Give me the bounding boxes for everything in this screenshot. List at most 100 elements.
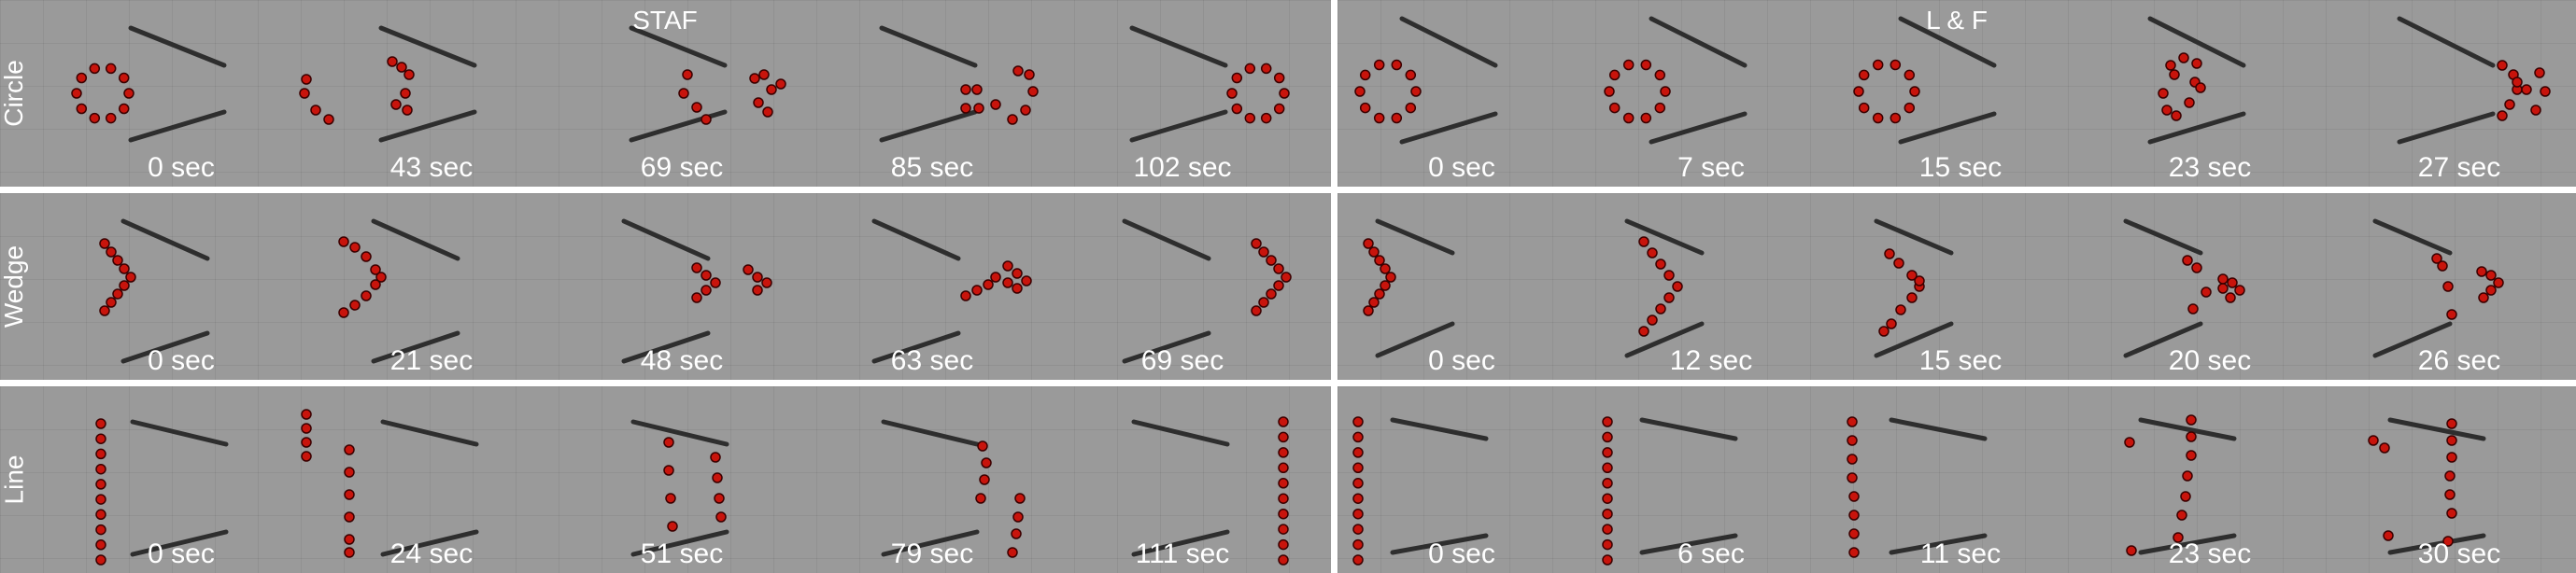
wall-lf-wedge-0-0	[1375, 218, 1455, 256]
time-lf-line-3: 23 sec	[2168, 538, 2252, 569]
robot-lf-wedge-0-3	[1374, 255, 1385, 266]
group-title-lf: L & F	[1926, 6, 1988, 35]
robot-staf-circle-1-0	[301, 74, 312, 85]
wall-lf-circle-4-0	[2397, 16, 2496, 68]
wall-lf-line-2-0	[1889, 417, 1988, 441]
robot-staf-wedge-1-1	[349, 242, 361, 253]
robot-staf-circle-2-7	[753, 97, 764, 108]
robot-staf-line-0-7	[95, 524, 106, 536]
robot-staf-circle-1-7	[400, 88, 411, 99]
wall-staf-wedge-1-0	[371, 218, 460, 261]
time-staf-wedge-3: 63 sec	[890, 345, 974, 376]
robot-staf-wedge-4-3	[1266, 255, 1277, 266]
robot-lf-circle-1-4	[1608, 102, 1621, 114]
robot-staf-circle-1-1	[299, 88, 310, 99]
robot-staf-line-1-2	[301, 437, 312, 448]
robot-staf-line-2-3	[667, 521, 678, 532]
robot-staf-wedge-2-3	[701, 285, 712, 296]
robot-staf-wedge-0-8	[99, 305, 110, 316]
wall-staf-wedge-4-0	[1122, 218, 1211, 261]
wall-lf-circle-3-0	[2147, 16, 2246, 68]
robot-lf-line-4-4	[2446, 452, 2457, 463]
robot-staf-line-3-4	[1014, 493, 1026, 504]
robot-staf-line-4-9	[1278, 554, 1289, 566]
wall-staf-wedge-2-0	[621, 218, 711, 261]
time-lf-line-0: 0 sec	[1428, 538, 1495, 569]
wall-staf-circle-2-0	[629, 25, 728, 68]
robot-lf-circle-2-1	[1904, 102, 1916, 114]
robot-lf-circle-2-5	[1853, 86, 1864, 97]
panel-staf-wedge	[0, 193, 1331, 380]
wall-staf-line-3-0	[881, 419, 980, 447]
robot-lf-line-4-9	[2383, 530, 2394, 541]
robot-lf-line-1-2	[1602, 447, 1613, 458]
robot-lf-line-0-9	[1352, 554, 1364, 566]
robot-staf-circle-4-3	[1244, 112, 1256, 124]
robot-staf-line-3-1	[981, 457, 992, 468]
robot-lf-circle-3-1	[2178, 52, 2189, 63]
robot-staf-line-2-7	[715, 511, 727, 523]
wall-lf-circle-0-1	[1399, 111, 1498, 145]
robot-lf-line-2-3	[1847, 472, 1858, 483]
robot-lf-line-3-7	[2173, 532, 2184, 543]
robot-lf-wedge-1-3	[1655, 259, 1666, 270]
robot-staf-circle-4-8	[1260, 63, 1272, 75]
robot-staf-circle-3-9	[1007, 114, 1018, 125]
time-lf-wedge-1: 12 sec	[1669, 345, 1753, 376]
time-lf-circle-1: 7 sec	[1677, 152, 1745, 183]
time-staf-circle-4: 102 sec	[1133, 152, 1232, 183]
robot-lf-line-2-6	[1848, 528, 1860, 539]
robot-lf-line-1-0	[1602, 416, 1613, 427]
robot-staf-circle-2-2	[691, 102, 702, 113]
robot-lf-circle-4-0	[2497, 60, 2508, 71]
robot-lf-circle-1-0	[1660, 86, 1671, 97]
robot-lf-circle-3-4	[2184, 97, 2195, 108]
robot-staf-circle-3-3	[973, 103, 984, 114]
robot-staf-line-4-2	[1278, 447, 1289, 458]
robot-lf-wedge-4-2	[2442, 281, 2454, 292]
robot-lf-wedge-2-0	[1884, 248, 1895, 259]
time-staf-line-2: 51 sec	[640, 538, 724, 569]
robot-lf-line-3-6	[2176, 510, 2187, 521]
robot-lf-wedge-2-8	[1914, 275, 1925, 286]
robot-lf-wedge-4-1	[2437, 260, 2448, 272]
wall-lf-wedge-4-0	[2372, 218, 2453, 256]
robot-staf-circle-4-9	[1273, 72, 1285, 84]
robot-staf-line-1-9	[344, 547, 355, 558]
robot-staf-line-0-1	[95, 433, 106, 444]
robot-lf-circle-4-5	[2534, 67, 2545, 78]
robot-staf-line-1-7	[344, 511, 355, 523]
robot-lf-wedge-2-7	[1878, 326, 1890, 337]
robot-staf-line-3-6	[1011, 528, 1022, 539]
robot-staf-circle-2-3	[701, 114, 712, 125]
wall-staf-circle-4-1	[1129, 109, 1228, 143]
robot-staf-wedge-0-2	[119, 280, 130, 291]
robot-staf-wedge-3-3	[990, 272, 1001, 283]
time-lf-line-4: 30 sec	[2417, 538, 2501, 569]
robot-staf-line-1-5	[344, 467, 355, 478]
robot-lf-wedge-2-2	[1906, 270, 1918, 281]
robot-lf-wedge-2-6	[1886, 318, 1897, 329]
robot-lf-wedge-4-8	[2478, 292, 2489, 303]
robot-staf-wedge-3-1	[971, 285, 983, 296]
time-lf-circle-2: 15 sec	[1918, 152, 2003, 183]
time-staf-wedge-0: 0 sec	[148, 345, 215, 376]
robot-staf-circle-1-4	[387, 56, 398, 67]
robot-staf-wedge-2-8	[752, 285, 763, 296]
robot-lf-line-4-1	[2379, 442, 2390, 454]
robot-lf-line-2-4	[1848, 491, 1860, 502]
robot-lf-line-1-7	[1602, 524, 1613, 535]
wall-staf-line-1-1	[380, 529, 479, 557]
robot-lf-line-2-1	[1847, 435, 1858, 446]
robot-lf-wedge-3-8	[2217, 283, 2229, 294]
robot-staf-wedge-0-6	[106, 297, 117, 308]
robot-lf-circle-0-2	[1391, 112, 1403, 124]
time-staf-circle-0: 0 sec	[148, 152, 215, 183]
robot-lf-line-3-8	[2126, 545, 2137, 556]
robot-staf-line-1-3	[301, 451, 312, 462]
robot-lf-circle-0-7	[1373, 59, 1385, 71]
robot-staf-wedge-3-6	[1021, 275, 1032, 286]
robot-staf-circle-1-9	[402, 105, 413, 116]
wall-staf-line-3-1	[881, 529, 980, 557]
